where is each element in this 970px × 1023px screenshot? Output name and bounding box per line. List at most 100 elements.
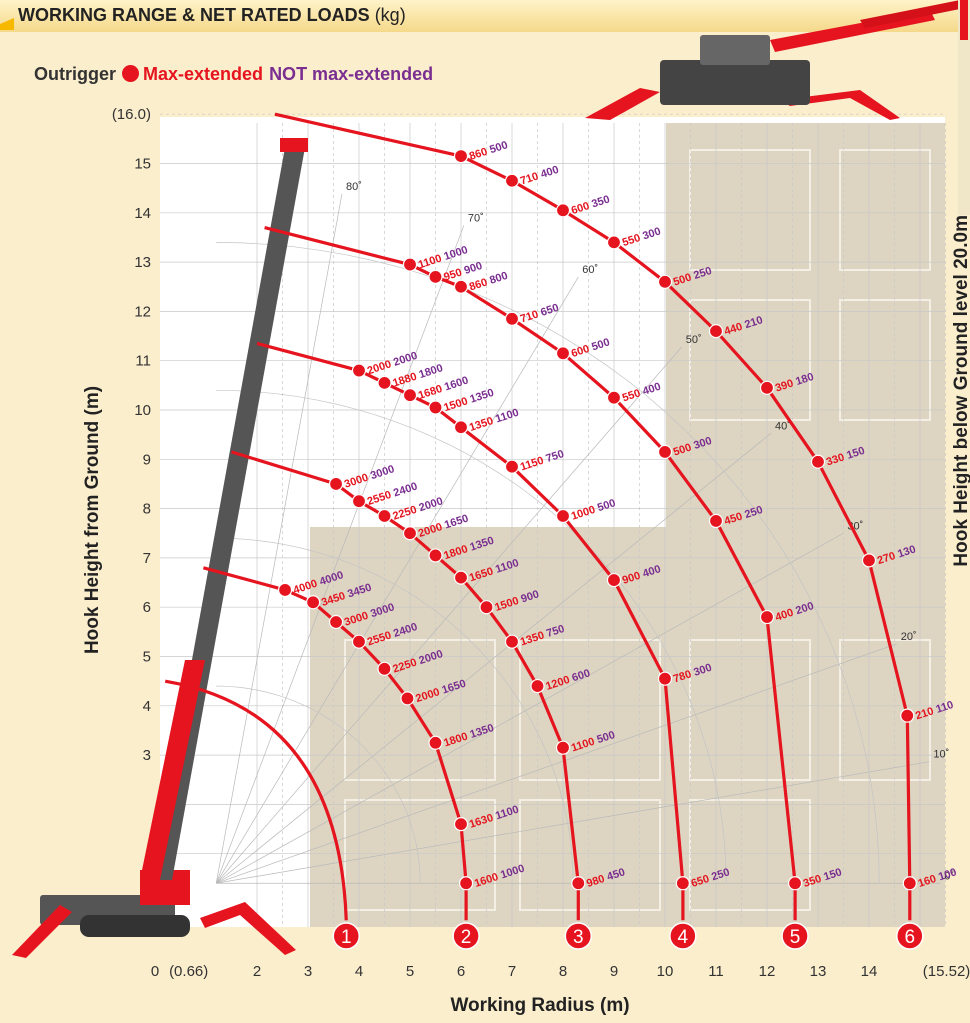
building-backdrop bbox=[310, 123, 945, 927]
y-tick-label: 12 bbox=[134, 303, 151, 320]
y-tick-label: 11 bbox=[135, 353, 151, 370]
x-tick-label: 5 bbox=[406, 963, 414, 980]
angle-label: 60˚ bbox=[582, 264, 598, 276]
load-point bbox=[708, 324, 724, 339]
load-point bbox=[571, 876, 586, 891]
load-point bbox=[377, 661, 392, 676]
load-notmax-value: 100 bbox=[937, 866, 958, 883]
load-point bbox=[328, 476, 344, 492]
load-notmax-value: 600 bbox=[571, 667, 592, 684]
load-point bbox=[675, 876, 690, 891]
load-point bbox=[861, 553, 877, 568]
legend-not-max-extended: NOT max-extended bbox=[269, 64, 434, 84]
load-notmax-value: 750 bbox=[545, 623, 566, 640]
load-notmax-value: 800 bbox=[488, 270, 509, 287]
load-point bbox=[459, 876, 474, 891]
load-notmax-value: 300 bbox=[692, 435, 713, 452]
load-notmax-value: 110 bbox=[934, 699, 955, 716]
boom-badge-5 bbox=[781, 922, 809, 950]
angle-label: 70˚ bbox=[468, 212, 484, 224]
load-notmax-value: 400 bbox=[641, 563, 662, 580]
load-point bbox=[555, 346, 571, 361]
boom-badge-label: 3 bbox=[573, 927, 584, 948]
y-tick-label: 15 bbox=[134, 156, 151, 173]
title-unit: (kg) bbox=[374, 5, 406, 25]
angle-reference-arc bbox=[216, 242, 880, 884]
load-point bbox=[787, 876, 803, 891]
load-point bbox=[428, 400, 443, 415]
load-point bbox=[530, 678, 545, 694]
load-label: 440 210 bbox=[723, 314, 765, 338]
load-point bbox=[428, 735, 443, 750]
load-point bbox=[351, 494, 367, 509]
load-notmax-value: 150 bbox=[845, 445, 866, 462]
x-tick-label: 7 bbox=[508, 963, 516, 980]
load-notmax-value: 180 bbox=[794, 371, 815, 388]
boom-badge-label: 6 bbox=[905, 927, 916, 948]
load-notmax-value: 750 bbox=[544, 448, 565, 465]
angle-reference-arc bbox=[216, 537, 574, 884]
crane-base-illustration bbox=[12, 870, 296, 958]
load-notmax-value: 210 bbox=[743, 314, 764, 331]
load-point bbox=[504, 311, 520, 326]
load-notmax-value: 900 bbox=[520, 588, 541, 605]
load-point bbox=[351, 363, 367, 378]
y-tick-label: 6 bbox=[143, 599, 151, 616]
x-tick-label: 9 bbox=[610, 963, 618, 980]
load-point bbox=[402, 526, 418, 541]
load-notmax-value: 250 bbox=[710, 866, 731, 883]
load-point bbox=[402, 388, 418, 403]
load-point bbox=[810, 454, 826, 469]
load-notmax-value: 650 bbox=[539, 302, 560, 319]
load-notmax-value: 900 bbox=[463, 260, 484, 277]
load-notmax-value: 350 bbox=[590, 193, 611, 210]
load-point bbox=[453, 817, 469, 832]
y-axis-title: Hook Height from Ground (m) bbox=[82, 386, 103, 654]
y-tick-label: 14 bbox=[134, 205, 151, 222]
x-tick-label: 6 bbox=[457, 963, 465, 980]
boom-illustration bbox=[140, 138, 308, 880]
load-point bbox=[759, 609, 775, 625]
load-point bbox=[453, 279, 469, 294]
angle-label: 20˚ bbox=[901, 631, 917, 643]
load-point bbox=[428, 269, 443, 284]
load-notmax-value: 200 bbox=[794, 600, 815, 617]
chart-title: WORKING RANGE & NET RATED LOADS (kg) bbox=[18, 5, 406, 26]
load-point bbox=[504, 459, 520, 474]
load-point bbox=[504, 173, 520, 188]
x-tick-label: 0 bbox=[151, 963, 159, 980]
x-tick-label: 4 bbox=[355, 963, 363, 980]
header-accent-icon bbox=[0, 18, 14, 30]
load-point bbox=[453, 420, 469, 435]
load-point bbox=[900, 708, 915, 723]
x-tick-label: (15.52) bbox=[923, 963, 970, 980]
boom-badge-4 bbox=[669, 922, 697, 950]
load-point bbox=[306, 595, 321, 610]
load-point bbox=[606, 572, 622, 588]
boom-badge-label: 1 bbox=[341, 927, 352, 948]
load-point bbox=[453, 149, 469, 164]
load-notmax-value: 130 bbox=[896, 543, 917, 560]
load-point bbox=[377, 508, 392, 524]
load-point bbox=[606, 390, 622, 405]
load-point bbox=[428, 548, 443, 563]
angle-label: 0˚ bbox=[944, 870, 954, 882]
angle-ray bbox=[216, 532, 844, 884]
boom-badge-2 bbox=[452, 922, 480, 950]
y-tick-label: (16.0) bbox=[112, 106, 151, 123]
boom-badge-1 bbox=[332, 922, 360, 950]
load-notmax-value: 500 bbox=[590, 336, 611, 353]
angle-ray bbox=[215, 346, 682, 884]
load-notmax-value: 250 bbox=[743, 504, 764, 521]
header: WORKING RANGE & NET RATED LOADS (kg) bbox=[0, 0, 970, 32]
load-notmax-value: 400 bbox=[641, 381, 662, 398]
load-point bbox=[555, 740, 571, 755]
load-point bbox=[606, 235, 622, 250]
load-point bbox=[351, 634, 367, 649]
boom-badge-3 bbox=[564, 922, 593, 950]
load-notmax-value: 500 bbox=[596, 497, 617, 514]
x-tick-label: (0.66) bbox=[169, 963, 208, 980]
x-tick-label: 11 bbox=[708, 963, 724, 980]
